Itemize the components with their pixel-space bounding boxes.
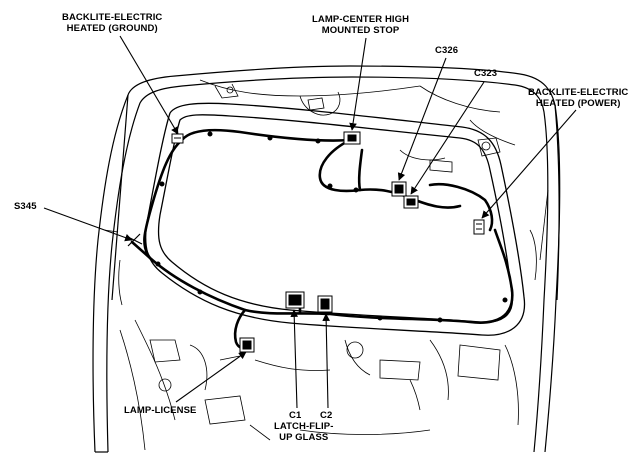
leader-c1 — [290, 309, 299, 409]
label-c1: C1 — [289, 410, 302, 421]
label-backlite-ground: BACKLITE-ELECTRIC HEATED (GROUND) — [62, 12, 163, 34]
connector-lamp-license — [239, 337, 255, 353]
leader-backlite-ground — [119, 35, 179, 135]
label-backlite-power: BACKLITE-ELECTRIC HEATED (POWER) — [528, 87, 629, 109]
connector-backlite-power — [473, 219, 485, 235]
connector-c2 — [317, 295, 333, 313]
leader-backlite-power — [481, 109, 577, 219]
label-latch-flip-up-glass: LATCH-FLIP- UP GLASS — [274, 421, 334, 443]
wiring-harness — [130, 128, 514, 351]
inner-panel-details — [103, 79, 549, 451]
leader-s345 — [43, 207, 133, 242]
label-c326: C326 — [435, 45, 459, 56]
leader-c323 — [410, 81, 485, 195]
leader-lines — [43, 35, 577, 409]
connector-c1 — [285, 291, 305, 309]
harness-clips — [155, 131, 508, 323]
leader-c2 — [322, 313, 330, 409]
connector-c323 — [403, 195, 419, 209]
label-lamp-center-high-mounted-stop: LAMP-CENTER HIGH MOUNTED STOP — [312, 14, 410, 36]
connector-backlite-ground — [171, 133, 184, 144]
leader-lamp-center — [349, 37, 367, 131]
connector-c326 — [391, 181, 407, 197]
leader-lamp-license — [175, 351, 247, 403]
leader-c326 — [397, 57, 447, 181]
connectors — [125, 131, 508, 353]
label-s345: S345 — [14, 201, 37, 212]
label-lamp-license: LAMP-LICENSE — [124, 405, 197, 416]
connector-lamp-center — [343, 131, 361, 145]
label-c323: C323 — [474, 68, 498, 79]
label-c2: C2 — [320, 410, 333, 421]
liftgate-outer-body — [92, 65, 561, 453]
window-opening — [145, 102, 526, 336]
